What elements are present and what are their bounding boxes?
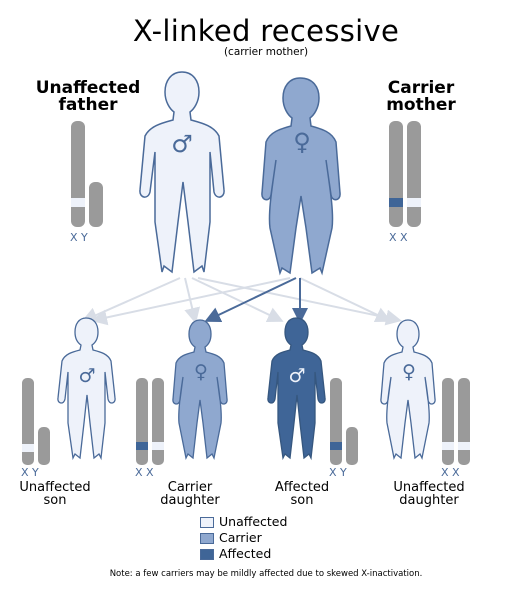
svg-text:♀: ♀ xyxy=(194,361,208,383)
child3-chromosome-letters: X Y xyxy=(329,466,347,479)
unaffected-swatch xyxy=(200,516,214,528)
child2-chromosomes xyxy=(136,378,164,465)
mother-chromosomes xyxy=(389,121,421,227)
carrier-swatch xyxy=(200,532,214,544)
child1-chromosomes xyxy=(22,378,50,465)
legend-carrier-label: Carrier xyxy=(219,530,262,545)
inheritance-arrows-light xyxy=(81,277,402,326)
x-chromosome-affected xyxy=(389,121,403,227)
x-chromosome xyxy=(407,121,421,227)
father-chromosomes xyxy=(71,121,103,227)
legend-affected-label: Affected xyxy=(219,546,272,561)
child3-chromosomes xyxy=(330,378,358,465)
female-symbol-icon: ♀ xyxy=(293,128,311,156)
svg-text:♂: ♂ xyxy=(78,365,95,387)
legend-unaffected: Unaffected xyxy=(200,514,287,530)
x-chromosome xyxy=(71,121,85,227)
legend-unaffected-label: Unaffected xyxy=(219,514,288,529)
legend-affected: Affected xyxy=(200,546,287,562)
child-affected-son: ♂ xyxy=(267,317,326,461)
child-unaffected-son: ♂ xyxy=(57,317,116,461)
diagram-title: X-linked recessive xyxy=(132,14,400,48)
child2-chromosome-letters: X X xyxy=(135,466,154,479)
legend-carrier: Carrier xyxy=(200,530,287,546)
child4-chromosomes xyxy=(442,378,470,465)
svg-text:♂: ♂ xyxy=(288,365,305,387)
mother-chromosome-letters: X X xyxy=(389,231,408,244)
y-chromosome xyxy=(89,182,103,227)
diagram-subtitle: (carrier mother) xyxy=(223,46,309,58)
inheritance-arrows-dark xyxy=(204,277,308,324)
child-carrier-daughter: ♀ xyxy=(172,319,228,460)
affected-swatch xyxy=(200,548,214,560)
child1-chromosome-letters: X Y xyxy=(21,466,39,479)
father-chromosome-letters: X Y xyxy=(70,231,88,244)
child4-chromosome-letters: X X xyxy=(441,466,460,479)
father-figure: ♂ xyxy=(139,71,225,274)
legend: Unaffected Carrier Affected xyxy=(200,514,287,562)
footnote: Note: a few carriers may be mildly affec… xyxy=(109,569,423,579)
mother-figure: ♀ xyxy=(261,77,341,276)
svg-text:♀: ♀ xyxy=(402,361,416,383)
child-unaffected-daughter: ♀ xyxy=(380,319,436,460)
male-symbol-icon: ♂ xyxy=(171,130,193,158)
